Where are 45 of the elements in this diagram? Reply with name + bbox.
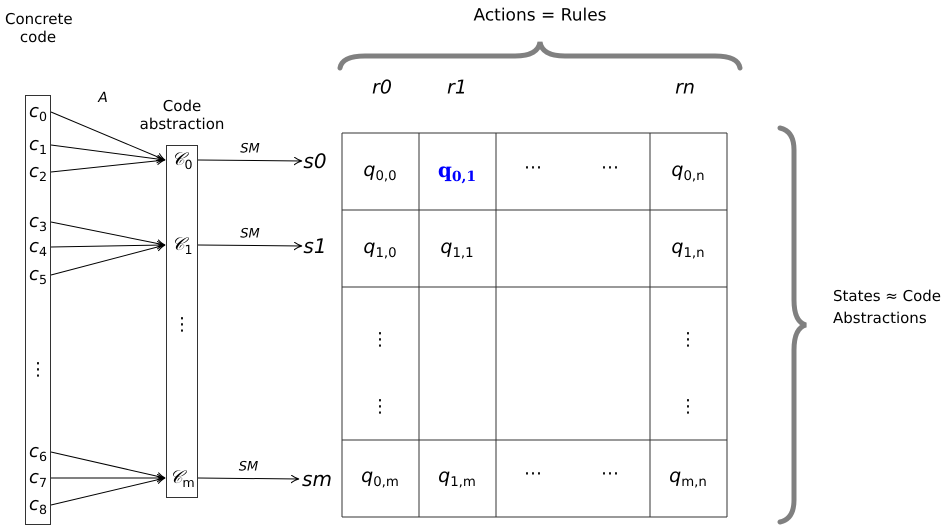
table-entry: q$_{0,n}$ <box>671 160 705 184</box>
ellipsis: ⋮ <box>371 398 389 416</box>
code-item: c$_{8}$ <box>25 494 51 516</box>
edge-label: SM <box>238 460 260 474</box>
column-header: rn <box>675 78 695 98</box>
column-header: r0 <box>372 78 392 98</box>
state-text: s0 <box>303 150 327 172</box>
table-entry: q$_{1,1}$ <box>440 238 474 260</box>
ellipsis: ⋯ <box>524 159 542 177</box>
code-item: c$_{5}$ <box>25 264 51 286</box>
column-header: r1 <box>447 78 467 98</box>
box-heading: Concrete code <box>5 10 71 46</box>
ellipsis: ⋮ <box>679 331 697 349</box>
table-entry: q$_{0,1}$ <box>438 160 476 184</box>
code-item: c$_{7}$ <box>25 467 51 489</box>
brace-label: States ≈ Code Abstractions <box>833 286 942 329</box>
state-text: sm <box>300 468 334 490</box>
mapping-label: A <box>98 91 108 105</box>
table-entry: q$_{m,n}$ <box>669 466 707 490</box>
ellipsis: ⋮ <box>371 331 389 349</box>
code-item: c$_{1}$ <box>25 134 51 156</box>
code-item: c$_{0}$ <box>25 101 51 123</box>
edge-label: SM <box>239 142 261 156</box>
code-item: c$_{3}$ <box>25 211 51 233</box>
table-entry: q$_{1,0}$ <box>363 238 397 260</box>
code-item: 𝒞$_{0}$ <box>166 148 198 172</box>
code-item: c$_{2}$ <box>25 161 51 183</box>
ellipsis: ⋯ <box>601 465 619 483</box>
code-item: 𝒞$_{1}$ <box>166 233 198 257</box>
box-heading: Code abstraction <box>138 97 226 133</box>
ellipsis: ⋮ <box>679 398 697 416</box>
ellipsis: ⋯ <box>601 159 619 177</box>
code-item: c$_{6}$ <box>25 441 51 463</box>
ellipsis: ⋮ <box>29 361 47 379</box>
table-entry: q$_{1,m}$ <box>438 466 476 490</box>
table-entry: q$_{0,0}$ <box>363 160 397 184</box>
code-item: c$_{4}$ <box>25 236 51 258</box>
edge-label: SM <box>239 228 261 240</box>
ellipsis: ⋯ <box>524 465 542 483</box>
ellipsis: ⋮ <box>173 316 191 334</box>
state-text: s1 <box>303 235 327 257</box>
brace-label: Actions = Rules <box>474 8 606 24</box>
table-entry: q$_{0,m}$ <box>361 466 399 490</box>
table-entry: q$_{1,n}$ <box>671 238 705 260</box>
code-item: 𝒞$_{m}$ <box>166 466 198 490</box>
